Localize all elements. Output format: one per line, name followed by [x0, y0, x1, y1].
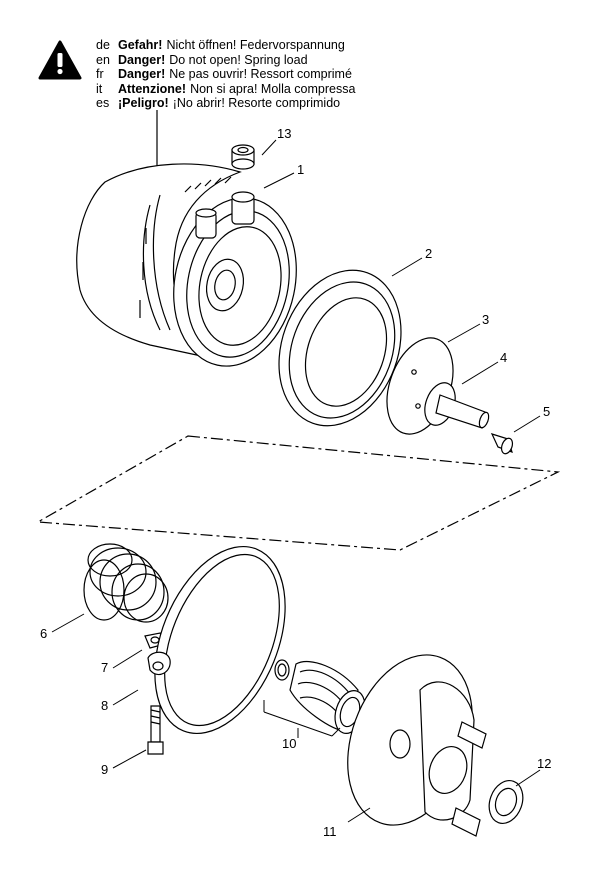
callout-7: 7	[101, 660, 109, 675]
warning-message: Non si apra! Molla compressa	[190, 81, 356, 96]
warning-message: Ne pas ouvrir! Ressort comprimé	[169, 67, 352, 82]
part-5-nut	[490, 433, 514, 455]
warning-icon	[38, 40, 82, 85]
warning-label: Danger!	[118, 52, 166, 67]
warning-message: Nicht öffnen! Federvorspannung	[166, 38, 345, 52]
warning-message: ¡No abrir! Resorte comprimido	[172, 96, 341, 111]
part-6-spring	[83, 543, 169, 623]
callout-3: 3	[482, 312, 490, 327]
callout-13: 13	[277, 126, 292, 141]
part-9-bolt	[147, 705, 164, 755]
part-2-diaphragm	[278, 269, 402, 427]
callout-2: 2	[425, 246, 433, 261]
callout-8: 8	[101, 698, 109, 713]
warning-label: Gefahr!	[118, 38, 163, 52]
warning-label: Attenzione!	[118, 81, 187, 96]
warning-message: Do not open! Spring load	[169, 52, 308, 67]
part-11-brake-housing	[347, 654, 487, 837]
part-4-piston-rod	[424, 382, 490, 429]
part-12-ring	[488, 780, 524, 824]
part-1-spring-cylinder	[76, 163, 297, 367]
callout-10: 10	[282, 736, 297, 751]
leader-lines	[51, 139, 541, 823]
language-code: de	[96, 38, 110, 52]
callout-11: 11	[323, 824, 337, 839]
warning-line-es: es ¡Peligro! ¡No abrir! Resorte comprimi…	[96, 96, 355, 111]
language-code: es	[96, 96, 110, 111]
callout-1: 1	[297, 162, 305, 177]
callout-6: 6	[40, 626, 48, 641]
warning-line-de: de Gefahr! Nicht öffnen! Federvorspannun…	[96, 38, 355, 53]
part-8-clamp-ring	[147, 545, 286, 735]
warning-label: ¡Peligro!	[118, 96, 169, 111]
warning-text-block: de Gefahr! Nicht öffnen! Federvorspannun…	[96, 38, 355, 111]
callout-12: 12	[537, 756, 552, 771]
language-code: it	[96, 81, 103, 96]
callout-4: 4	[500, 350, 508, 365]
language-code: en	[96, 52, 110, 67]
callout-5: 5	[543, 404, 551, 419]
warning-line-en: en Danger! Do not open! Spring load	[96, 53, 355, 68]
callout-9: 9	[101, 762, 109, 777]
language-code: fr	[96, 67, 104, 82]
warning-label: Danger!	[118, 67, 166, 82]
part-13-plug	[231, 144, 255, 170]
warning-line-fr: fr Danger! Ne pas ouvrir! Ressort compri…	[96, 67, 355, 82]
warning-line-it: it Attenzione! Non si apra! Molla compre…	[96, 82, 355, 97]
assembly-boundary	[36, 435, 561, 551]
